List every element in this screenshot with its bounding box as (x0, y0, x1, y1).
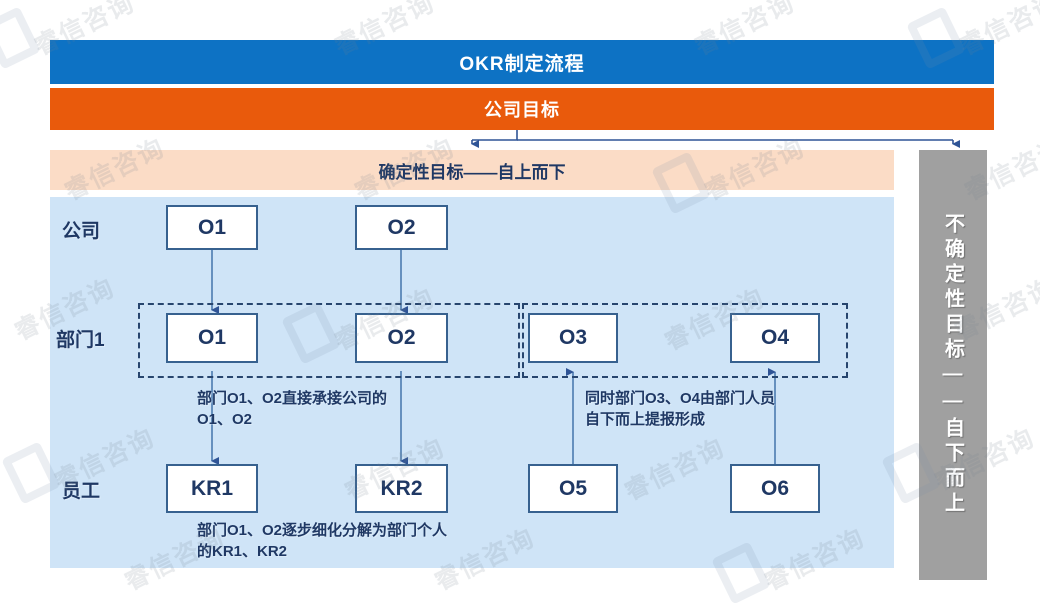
diagram-title-band: OKR制定流程 (50, 40, 994, 84)
node-emp-kr1[interactable]: KR1 (166, 464, 258, 513)
row-label-company: 公司 (62, 221, 101, 242)
node-company-o2[interactable]: O2 (355, 205, 448, 250)
node-dept-o3[interactable]: O3 (528, 313, 618, 363)
node-dept-o4[interactable]: O4 (730, 313, 820, 363)
node-dept-o2[interactable]: O2 (355, 313, 448, 363)
watermark-logo-icon (0, 6, 41, 70)
uncertain-goal-label: 不确定性目标——自下而上 (941, 213, 964, 517)
dashed-group-bottomup (522, 303, 848, 378)
node-company-o1[interactable]: O1 (166, 205, 258, 250)
uncertain-goal-bar: 不确定性目标——自下而上 (919, 150, 987, 580)
split-connector (471, 130, 960, 148)
annotation-left-department: 部门O1、O2直接承接公司的O1、O2 (197, 390, 388, 428)
dashed-group-topdown (138, 303, 520, 378)
row-label-employee: 员工 (62, 481, 101, 502)
certain-goal-label: 确定性目标——自上而下 (378, 162, 566, 182)
company-goal-label: 公司目标 (484, 100, 560, 120)
node-emp-o6[interactable]: O6 (730, 464, 820, 513)
node-dept-o1[interactable]: O1 (166, 313, 258, 363)
company-goal-band: 公司目标 (50, 88, 994, 130)
node-emp-o5[interactable]: O5 (528, 464, 618, 513)
node-emp-kr2[interactable]: KR2 (355, 464, 448, 513)
annotation-right-department: 同时部门O3、O4由部门人员自下而上提报形成 (585, 390, 776, 428)
certain-goal-band: 确定性目标——自上而下 (50, 150, 894, 190)
page-title: OKR制定流程 (459, 53, 585, 75)
annotation-bottom-kr: 部门O1、O2逐步细化分解为部门个人的KR1、KR2 (197, 522, 448, 560)
row-label-department: 部门1 (56, 330, 105, 351)
